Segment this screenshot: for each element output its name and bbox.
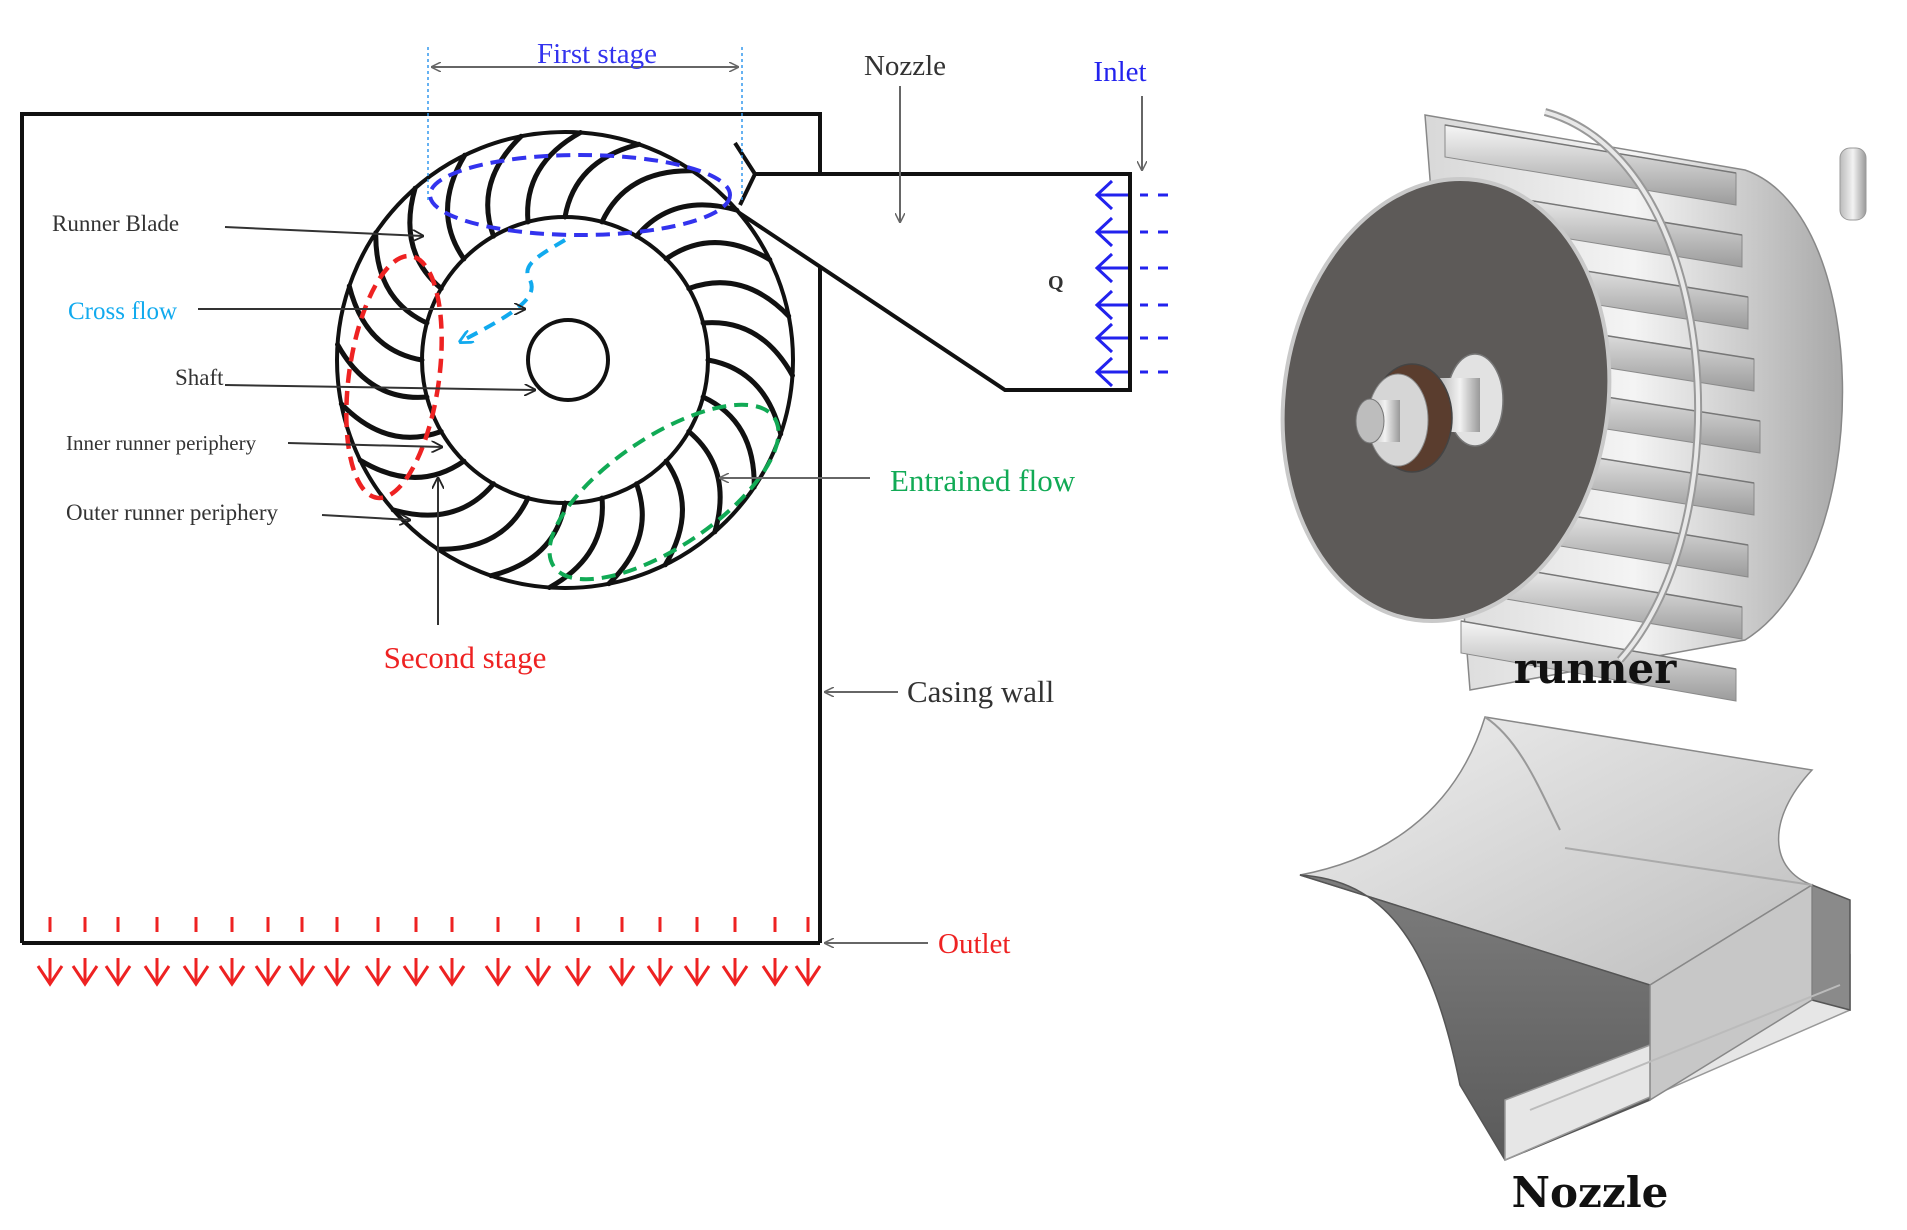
outlet-arrow bbox=[721, 917, 749, 987]
inlet-flow-arrows bbox=[1094, 179, 1168, 388]
label-runner-blade: Runner Blade bbox=[52, 211, 179, 236]
entrained-flow-zone bbox=[547, 402, 781, 582]
runner-blade bbox=[346, 283, 425, 363]
label-shaft: Shaft bbox=[175, 365, 224, 390]
nozzle-outline bbox=[718, 141, 1132, 392]
runner-blades bbox=[335, 130, 795, 590]
outlet-arrow bbox=[254, 917, 282, 987]
runner-blade bbox=[373, 230, 430, 326]
runner-blade bbox=[700, 320, 795, 378]
outlet-arrow bbox=[564, 917, 592, 987]
label-nozzle: Nozzle bbox=[864, 50, 946, 82]
caption-runner: runner bbox=[1514, 644, 1677, 693]
first-stage-zone bbox=[428, 153, 732, 237]
outlet-flow-arrows bbox=[36, 917, 822, 987]
runner-3d-model bbox=[1280, 108, 1867, 702]
outlet-arrow bbox=[36, 917, 64, 987]
label-q: Q bbox=[1048, 272, 1064, 294]
label-inner-periphery: Inner runner periphery bbox=[66, 431, 257, 455]
text-labels: First stage Nozzle Inlet Runner Blade Cr… bbox=[52, 38, 1147, 960]
second-stage-zone bbox=[344, 253, 444, 501]
inlet-arrow bbox=[1094, 356, 1168, 388]
runner-blade bbox=[485, 133, 524, 239]
runner-blade bbox=[445, 152, 468, 262]
cross-flow-path bbox=[460, 238, 567, 342]
caption-nozzle: Nozzle bbox=[1512, 1168, 1669, 1217]
outlet-arrow bbox=[182, 917, 210, 987]
nozzle-2d bbox=[718, 141, 1132, 392]
runner-blade bbox=[606, 481, 645, 587]
casing bbox=[20, 112, 822, 945]
outlet-arrow bbox=[104, 917, 132, 987]
label-casing-wall: Casing wall bbox=[907, 674, 1054, 709]
runner-blade bbox=[562, 141, 642, 220]
first-stage-dimension bbox=[427, 47, 743, 200]
shaft-circle bbox=[526, 318, 610, 402]
runner-2d bbox=[335, 130, 795, 590]
label-outer-periphery: Outer runner periphery bbox=[66, 500, 279, 525]
inlet-arrow bbox=[1094, 289, 1168, 321]
outlet-arrow bbox=[402, 917, 430, 987]
runner-blade bbox=[338, 401, 444, 440]
inlet-arrow bbox=[1094, 322, 1168, 354]
runner-blade bbox=[335, 342, 430, 400]
label-first-stage: First stage bbox=[537, 38, 657, 70]
outlet-arrow bbox=[438, 917, 466, 987]
outlet-arrow bbox=[143, 917, 171, 987]
runner-blade bbox=[686, 429, 723, 535]
inlet-arrow bbox=[1094, 252, 1168, 284]
runner-blade bbox=[599, 168, 695, 225]
inlet-arrow bbox=[1094, 216, 1168, 248]
label-entrained-flow: Entrained flow bbox=[890, 463, 1076, 498]
outlet-arrow bbox=[524, 917, 552, 987]
leader-arrows bbox=[198, 86, 1142, 943]
runner-blade bbox=[547, 495, 605, 590]
nozzle-3d-model bbox=[1299, 716, 1851, 1162]
outlet-arrow bbox=[646, 917, 674, 987]
outlet-arrow bbox=[364, 917, 392, 987]
outlet-arrow bbox=[288, 917, 316, 987]
outlet-arrow bbox=[71, 917, 99, 987]
outlet-arrow bbox=[761, 917, 789, 987]
runner-blade bbox=[357, 457, 467, 480]
runner-blade bbox=[663, 240, 773, 263]
label-second-stage: Second stage bbox=[384, 640, 547, 675]
runner-blade bbox=[525, 130, 583, 225]
runner-blade bbox=[686, 280, 792, 319]
runner-blade bbox=[435, 495, 531, 552]
inlet-arrow bbox=[1094, 179, 1168, 211]
outlet-arrow bbox=[323, 917, 351, 987]
outlet-arrow bbox=[608, 917, 636, 987]
label-inlet: Inlet bbox=[1093, 56, 1146, 88]
outlet-arrow bbox=[484, 917, 512, 987]
outlet-arrow bbox=[218, 917, 246, 987]
casing-wall-line bbox=[20, 112, 822, 943]
outlet-arrow bbox=[683, 917, 711, 987]
label-cross-flow: Cross flow bbox=[68, 298, 177, 325]
label-outlet: Outlet bbox=[938, 928, 1011, 960]
outlet-arrow bbox=[794, 917, 822, 987]
runner-blade bbox=[700, 394, 757, 490]
runner-blade bbox=[390, 481, 496, 518]
